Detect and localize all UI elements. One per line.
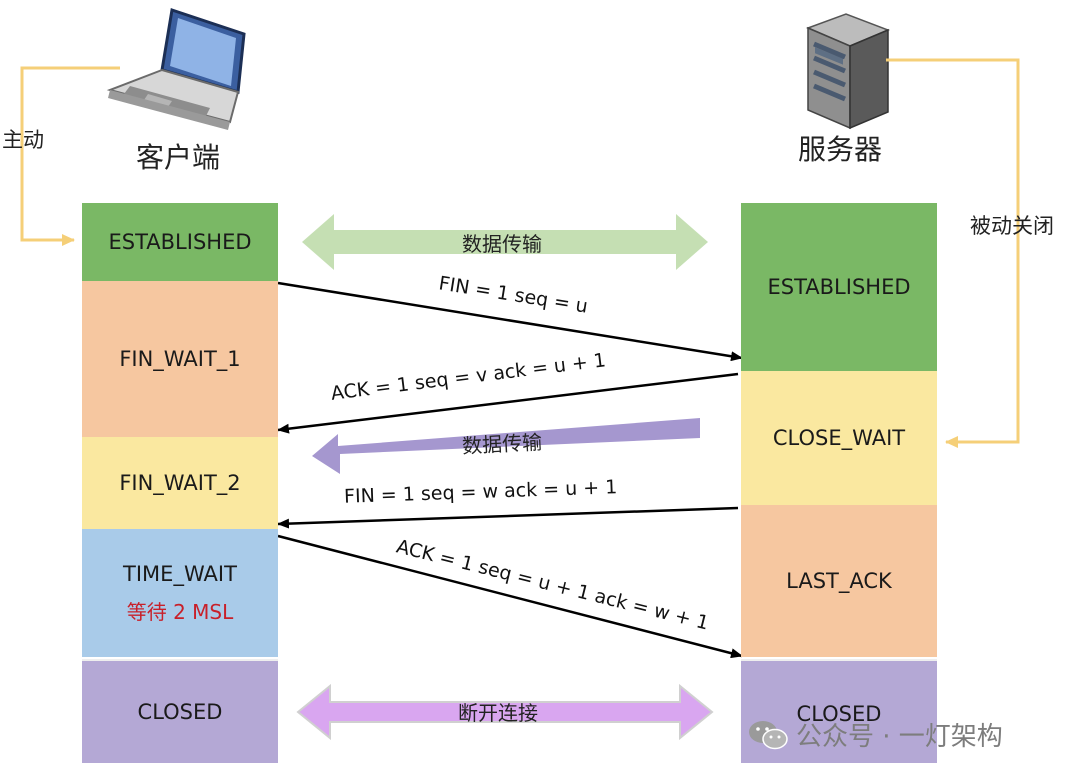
fin-arrow-server-to-client [277,506,739,529]
server-state-established: ESTABLISHED [741,203,937,371]
client-label: 客户端 [136,141,221,174]
state-label: FIN_WAIT_2 [119,471,241,495]
state-label: ESTABLISHED [767,275,911,299]
active-close-label: 主动 [2,128,44,152]
watermark-text: 公众号 · 一灯架构 [796,722,1003,752]
client-state-closed: CLOSED [82,659,278,763]
client-state-fin-wait-1: FIN_WAIT_1 [82,281,278,437]
server-state-close-wait: CLOSE_WAIT [741,371,937,505]
state-label: CLOSED [796,702,882,726]
fin-arrow-client-to-server [277,281,743,362]
state-label: ESTABLISHED [108,230,252,254]
wechat-icon [749,720,788,749]
passive-close-label: 被动关闭 [970,214,1054,238]
state-label: CLOSED [137,700,223,724]
client-state-time-wait: TIME_WAIT 等待 2 MSL [82,529,278,657]
active-close-guide-line [20,66,120,246]
state-label: FIN_WAIT_1 [119,347,241,371]
server-state-last-ack: LAST_ACK [741,505,937,657]
state-label: TIME_WAIT [123,561,237,586]
state-label: LAST_ACK [786,569,892,593]
server-icon [805,13,891,130]
disconnect-double-arrow [296,683,714,741]
passive-close-guide-line [886,58,1020,448]
ack-arrow-server-to-client [277,372,739,434]
time-wait-note: 等待 2 MSL [126,599,234,624]
state-label: CLOSE_WAIT [772,426,906,450]
watermark: 公众号 · 一灯架构 [748,716,1003,753]
disconnect-label: 断开连接 [458,701,538,725]
server-data-transfer-label: 数据传输 [461,429,543,459]
server-data-transfer-arrow [312,418,700,474]
server-label: 服务器 [798,133,883,166]
client-state-fin-wait-2: FIN_WAIT_2 [82,437,278,529]
client-state-established: ESTABLISHED [82,203,278,281]
laptop-icon [106,8,246,130]
ack-arrow-client-to-server [277,534,743,659]
data-transfer-double-arrow [302,214,708,270]
data-transfer-label: 数据传输 [462,232,542,256]
